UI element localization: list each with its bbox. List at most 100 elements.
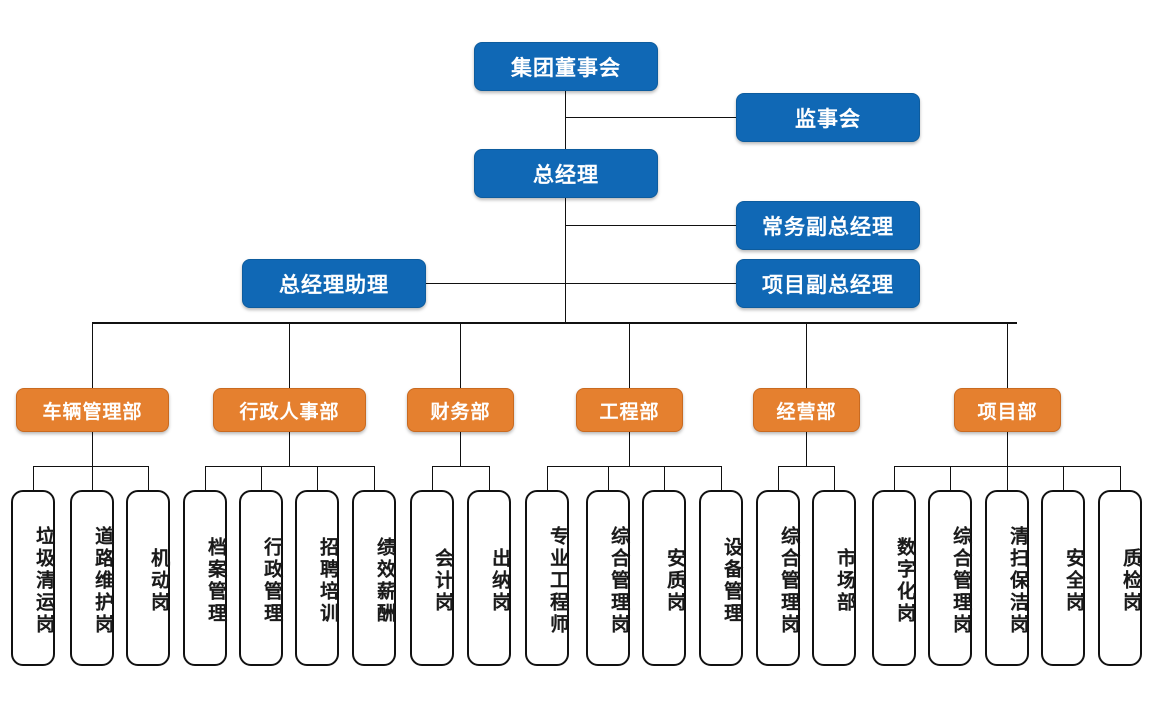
sub-bus-dept-3: [547, 466, 721, 467]
connector-dept-0-child-2: [148, 466, 149, 490]
node-position-waste-transport[interactable]: 垃圾清运岗: [11, 490, 55, 666]
node-position-project-comprehensive-management[interactable]: 综合管理岗: [928, 490, 972, 666]
node-executive-deputy-gm-label: 常务副总经理: [762, 215, 894, 239]
connector-dept-5-child-3: [1063, 466, 1064, 490]
connector-dept-5-stem: [1007, 432, 1008, 466]
node-executive-deputy-gm[interactable]: 常务副总经理: [736, 201, 920, 250]
sub-bus-dept-1: [205, 466, 374, 467]
node-position-label: 绩效薪酬: [374, 537, 395, 625]
connector-board-to-supervisory: [565, 117, 736, 118]
node-position-safety-quality[interactable]: 安质岗: [642, 490, 686, 666]
connector-dept-4-stem: [806, 432, 807, 466]
connector-dept-1-child-1: [261, 466, 262, 490]
connector-dept-3-stem: [629, 432, 630, 466]
node-gm-assistant-label: 总经理助理: [279, 273, 389, 297]
connector-gm-to-assistant: [426, 283, 565, 284]
node-position-records-management[interactable]: 档案管理: [183, 490, 227, 666]
node-supervisory-board-label: 监事会: [795, 107, 861, 131]
connector-dept-5-child-2: [1007, 466, 1008, 490]
connector-bus-to-dept-2: [460, 322, 461, 388]
department-bus: [92, 322, 1017, 324]
sub-bus-dept-4: [778, 466, 834, 467]
connector-dept-4-child-0: [778, 466, 779, 490]
node-department-engineering[interactable]: 工程部: [576, 388, 683, 432]
node-department-admin-hr[interactable]: 行政人事部: [213, 388, 366, 432]
node-position-equipment-management[interactable]: 设备管理: [699, 490, 743, 666]
connector-dept-0-child-1: [92, 466, 93, 490]
connector-board-to-gm: [565, 91, 566, 158]
connector-bus-to-dept-1: [289, 322, 290, 388]
connector-bus-to-dept-0: [92, 322, 93, 388]
sub-bus-dept-2: [432, 466, 489, 467]
connector-dept-1-child-2: [317, 466, 318, 490]
connector-dept-5-child-4: [1120, 466, 1121, 490]
node-department-label: 经营部: [776, 401, 837, 423]
node-position-performance-compensation[interactable]: 绩效薪酬: [352, 490, 396, 666]
node-position-recruitment-training[interactable]: 招聘培训: [295, 490, 339, 666]
node-project-deputy-gm-label: 项目副总经理: [762, 273, 894, 297]
connector-dept-3-child-3: [721, 466, 722, 490]
connector-dept-5-child-1: [950, 466, 951, 490]
node-department-project[interactable]: 项目部: [954, 388, 1061, 432]
node-board-of-directors-label: 集团董事会: [511, 56, 621, 80]
connector-gm-to-exec-deputy: [565, 225, 736, 226]
node-position-road-maintenance[interactable]: 道路维护岗: [70, 490, 114, 666]
node-position-label: 机动岗: [148, 548, 169, 614]
node-position-accountant[interactable]: 会计岗: [410, 490, 454, 666]
node-position-safety[interactable]: 安全岗: [1041, 490, 1085, 666]
connector-dept-3-child-0: [547, 466, 548, 490]
connector-dept-5-child-0: [894, 466, 895, 490]
connector-dept-1-child-3: [374, 466, 375, 490]
node-position-label: 安质岗: [664, 548, 685, 614]
node-position-label: 综合管理岗: [950, 526, 971, 636]
node-gm-assistant[interactable]: 总经理助理: [242, 259, 426, 308]
connector-dept-3-child-1: [608, 466, 609, 490]
node-department-label: 财务部: [430, 401, 491, 423]
node-position-label: 垃圾清运岗: [33, 526, 54, 636]
node-position-engineering-comprehensive-management[interactable]: 综合管理岗: [586, 490, 630, 666]
node-department-vehicle-management[interactable]: 车辆管理部: [16, 388, 169, 432]
connector-dept-4-child-1: [834, 466, 835, 490]
node-position-professional-engineer[interactable]: 专业工程师: [525, 490, 569, 666]
node-position-marketing[interactable]: 市场部: [812, 490, 856, 666]
node-position-quality-inspection[interactable]: 质检岗: [1098, 490, 1142, 666]
node-position-operations-comprehensive-management[interactable]: 综合管理岗: [756, 490, 800, 666]
node-position-label: 质检岗: [1120, 548, 1141, 614]
node-position-administration[interactable]: 行政管理: [239, 490, 283, 666]
connector-bus-to-dept-3: [629, 322, 630, 388]
node-department-finance[interactable]: 财务部: [407, 388, 514, 432]
node-department-label: 车辆管理部: [42, 401, 143, 423]
connector-bus-to-dept-5: [1007, 322, 1008, 388]
node-position-label: 清扫保洁岗: [1007, 526, 1028, 636]
node-department-label: 项目部: [977, 401, 1038, 423]
connector-dept-2-child-0: [432, 466, 433, 490]
node-position-label: 安全岗: [1063, 548, 1084, 614]
node-position-label: 出纳岗: [489, 548, 510, 614]
connector-dept-3-child-2: [664, 466, 665, 490]
node-position-cleaning-sanitation[interactable]: 清扫保洁岗: [985, 490, 1029, 666]
node-position-label: 数字化岗: [894, 537, 915, 625]
node-position-label: 行政管理: [261, 537, 282, 625]
connector-dept-1-child-0: [205, 466, 206, 490]
node-supervisory-board[interactable]: 监事会: [736, 93, 920, 142]
node-position-digitalization[interactable]: 数字化岗: [872, 490, 916, 666]
node-project-deputy-gm[interactable]: 项目副总经理: [736, 259, 920, 308]
connector-gm-trunk: [565, 197, 566, 323]
node-department-label: 行政人事部: [239, 401, 340, 423]
node-position-label: 会计岗: [432, 548, 453, 614]
node-position-label: 档案管理: [205, 537, 226, 625]
node-board-of-directors[interactable]: 集团董事会: [474, 42, 658, 91]
node-position-mobile-unit[interactable]: 机动岗: [126, 490, 170, 666]
node-position-cashier[interactable]: 出纳岗: [467, 490, 511, 666]
node-position-label: 道路维护岗: [92, 526, 113, 636]
node-position-label: 综合管理岗: [778, 526, 799, 636]
node-position-label: 设备管理: [721, 537, 742, 625]
node-position-label: 市场部: [834, 548, 855, 614]
connector-gm-to-project-deputy: [565, 283, 736, 284]
node-position-label: 专业工程师: [547, 526, 568, 636]
node-general-manager[interactable]: 总经理: [474, 149, 658, 198]
node-department-operations[interactable]: 经营部: [753, 388, 860, 432]
node-position-label: 综合管理岗: [608, 526, 629, 636]
connector-bus-to-dept-4: [806, 322, 807, 388]
